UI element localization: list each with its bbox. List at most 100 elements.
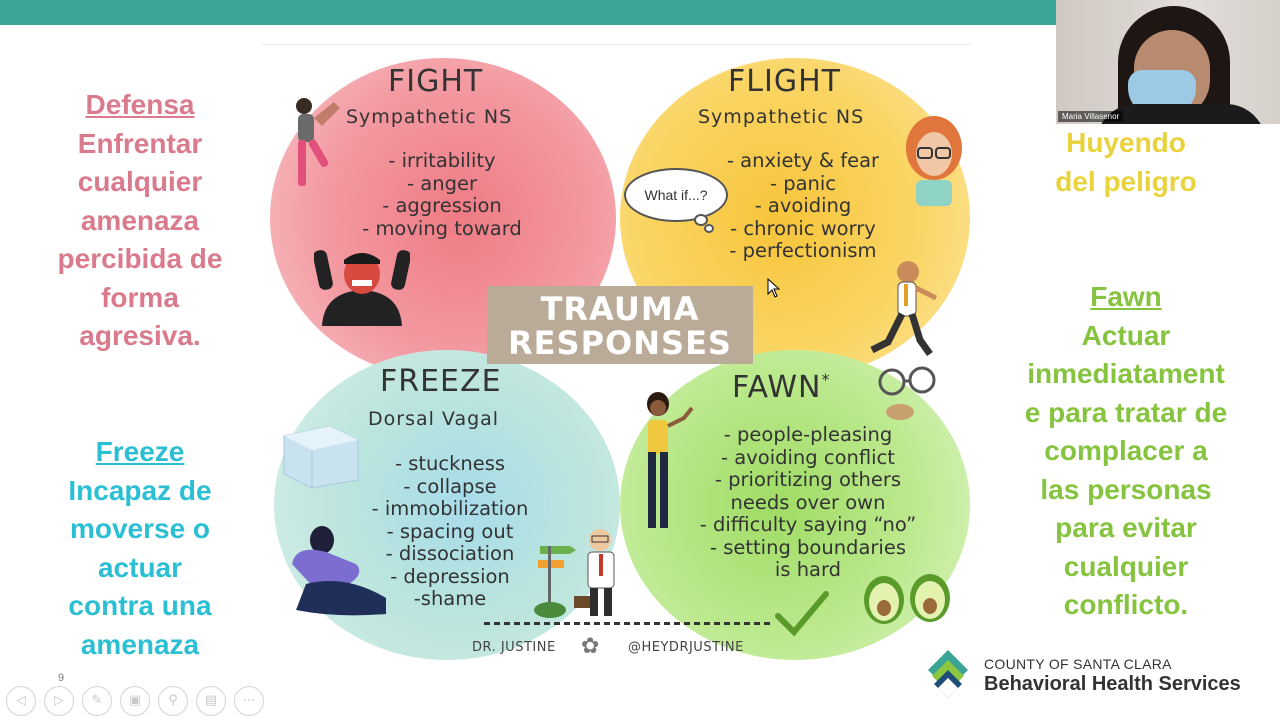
freeze-note: Freeze Incapaz de moverse o actuar contr… — [20, 433, 260, 664]
fight-note-line: percibida de — [57, 243, 223, 274]
slides-overview-button[interactable]: ▣ — [120, 686, 150, 716]
confused-man-illustration — [534, 529, 615, 618]
fawn-note-line: conflicto. — [1063, 589, 1189, 620]
infographic-top-rule — [262, 44, 972, 45]
fight-note-line: Enfrentar — [77, 127, 203, 159]
running-man-illustration — [870, 261, 938, 357]
fight-note-line: agresiva. — [79, 320, 201, 351]
fawn-note-line: Actuar — [1081, 319, 1171, 351]
thought-dot — [704, 224, 714, 233]
credit-divider — [484, 622, 774, 625]
fawn-item: - setting boundaries — [710, 535, 906, 559]
freeze-item: - spacing out — [386, 519, 514, 543]
previous-slide-button[interactable]: ◁ — [6, 686, 36, 716]
fighter-illustration — [296, 98, 340, 186]
glasses-mustache-illustration — [878, 366, 936, 420]
fight-note-line: forma — [101, 281, 179, 313]
fight-note: Defensa Enfrentar cualquier amenaza perc… — [20, 86, 260, 356]
angry-man-illustration — [314, 250, 410, 326]
fight-note-line: cualquier — [77, 166, 203, 197]
freeze-list: - stuckness - collapse - immobilization … — [338, 452, 562, 611]
fight-item: - anger — [407, 171, 477, 195]
checkmark-illustration — [775, 591, 829, 637]
flight-item: - perfectionism — [729, 239, 877, 262]
pen-tool-button[interactable]: ✎ — [82, 686, 112, 716]
trauma-responses-title-box: TRAUMA RESPONSES — [487, 286, 753, 364]
flight-list: - anxiety & fear - panic - avoiding - ch… — [686, 149, 920, 263]
fawn-item: is hard — [774, 558, 842, 581]
fawn-item: - prioritizing others — [714, 468, 902, 491]
county-logo-icon — [928, 650, 968, 698]
fawn-note-line: las personas — [1040, 473, 1212, 505]
slideshow-controls: ◁ ▷ ✎ ▣ ⚲ ▤ ⋯ — [6, 686, 264, 716]
logo-line-department: Behavioral Health Services — [984, 673, 1241, 695]
sitting-woman-illustration — [292, 526, 386, 616]
freeze-subtitle: Dorsal Vagal — [368, 408, 500, 430]
fawn-note-line: inmediatament — [1027, 358, 1225, 389]
freeze-item: - immobilization — [371, 497, 529, 520]
freeze-title: FREEZE — [380, 364, 502, 399]
freeze-note-line: Incapaz de — [68, 474, 212, 506]
fawn-item: - people-pleasing — [723, 423, 893, 446]
fawn-title: FAWN* — [732, 370, 831, 405]
freeze-item: - stuckness — [394, 452, 506, 475]
avocados-illustration — [864, 574, 950, 624]
next-slide-button[interactable]: ▷ — [44, 686, 74, 716]
fight-note-heading: Defensa — [85, 89, 195, 120]
freeze-item: - dissociation — [385, 542, 515, 565]
fight-item: - moving toward — [362, 216, 522, 240]
mouse-pointer-icon — [767, 278, 781, 298]
freeze-item: - depression — [390, 564, 510, 588]
credit-handle: @HEYDRJUSTINE — [628, 640, 744, 655]
trauma-responses-infographic: FIGHT Sympathetic NS - irritability - an… — [262, 40, 974, 660]
fawn-note-line: e para tratar de — [1024, 396, 1228, 428]
flight-note-line: Huyendo — [1066, 127, 1186, 158]
fawn-item: - avoiding conflict — [721, 445, 895, 469]
fawn-note-line: cualquier — [1063, 550, 1189, 582]
fawn-title-asterisk: * — [821, 370, 831, 389]
freeze-note-line: actuar — [97, 551, 183, 583]
fawn-title-text: FAWN — [732, 370, 822, 405]
fight-title: FIGHT — [388, 64, 484, 99]
fawn-circle — [620, 350, 970, 660]
credit-author: DR. JUSTINE — [472, 640, 556, 655]
waving-woman-illustration — [647, 392, 694, 528]
zoom-button[interactable]: ⚲ — [158, 686, 188, 716]
freeze-item: -shame — [413, 587, 487, 610]
freeze-note-heading: Freeze — [95, 436, 185, 467]
ice-cube-illustration — [283, 425, 359, 489]
center-title-line1: TRAUMA — [540, 290, 700, 328]
flight-title: FLIGHT — [728, 64, 841, 99]
fawn-note-heading: Fawn — [1090, 281, 1162, 312]
worried-woman-illustration — [906, 116, 962, 206]
flight-item: - avoiding — [754, 194, 852, 217]
fight-subtitle: Sympathetic NS — [346, 106, 513, 128]
fight-item: - irritability — [388, 149, 496, 172]
fawn-note: Fawn Actuar inmediatament e para tratar … — [996, 278, 1256, 625]
flight-subtitle: Sympathetic NS — [698, 106, 865, 128]
participant-name-label: Maria Villasenor — [1058, 111, 1124, 122]
slide-top-banner — [0, 0, 1056, 25]
what-if-thought-bubble: What if...? — [624, 168, 728, 222]
freeze-note-line: amenaza — [80, 628, 200, 660]
fight-list: - irritability - anger - aggression - mo… — [332, 149, 552, 240]
flight-note: Huyendo del peligro — [998, 124, 1254, 201]
more-options-button[interactable]: ⋯ — [234, 686, 264, 716]
fight-note-line: amenaza — [80, 204, 200, 236]
fight-item: - aggression — [382, 194, 502, 217]
participant-video-tile[interactable]: Maria Villasenor — [1056, 0, 1280, 124]
subtitles-button[interactable]: ▤ — [196, 686, 226, 716]
fawn-item: needs over own — [730, 490, 886, 514]
center-title-line2: RESPONSES — [508, 324, 732, 362]
fawn-note-line: complacer a — [1044, 435, 1208, 466]
fawn-list: - people-pleasing - avoiding conflict - … — [674, 423, 942, 582]
freeze-note-line: contra una — [68, 590, 212, 621]
slide-number: 9 — [58, 672, 65, 684]
logo-line-county: COUNTY OF SANTA CLARA — [984, 656, 1172, 672]
freeze-item: - collapse — [403, 474, 497, 498]
flight-item: - chronic worry — [730, 216, 876, 240]
thought-dot — [694, 214, 708, 226]
participant-shirt — [1096, 104, 1266, 124]
freeze-note-line: moverse o — [69, 513, 211, 544]
fawn-item: - difficulty saying “no” — [699, 513, 917, 536]
